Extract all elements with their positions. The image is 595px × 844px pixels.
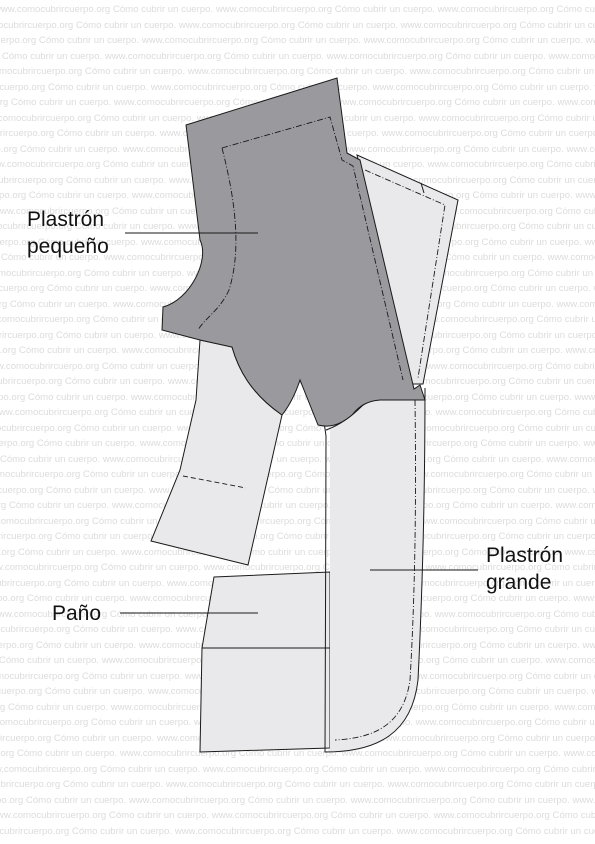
shoulder-notch xyxy=(420,182,425,194)
label-plastron-pequeno-line1: Plastrón xyxy=(27,208,105,231)
plastron-pequeno-piece xyxy=(161,77,426,427)
watermark-row: www.comocubrircuerpo.org Cómo cubrir un … xyxy=(0,4,595,15)
lower-chest-seam xyxy=(182,475,247,489)
label-plastron-pequeno: Plastrón pequeño xyxy=(27,206,109,260)
label-pano-text: Paño xyxy=(52,602,102,625)
watermark-row: www.comocubrircuerpo.org Cómo cubrir un … xyxy=(0,19,595,31)
watermark-row: www.comocubrircuerpo.org Cómo cubrir un … xyxy=(0,438,595,449)
watermark-row: www.comocubrircuerpo.org Cómo cubrir un … xyxy=(0,422,595,434)
watermark-row: www.comocubrircuerpo.org Cómo cubrir un … xyxy=(0,391,595,403)
watermark-row: www.comocubrircuerpo.org Cómo cubrir un … xyxy=(0,794,595,806)
watermark-row: www.comocubrircuerpo.org Cómo cubrir un … xyxy=(0,484,595,496)
plastron-grande-outline xyxy=(307,351,426,753)
watermark-row: www.comocubrircuerpo.org Cómo cubrir un … xyxy=(0,35,595,46)
plastron-grande-seam-allowance xyxy=(334,399,416,741)
plastron-grande-piece xyxy=(308,352,425,753)
label-plastron-grande: Plastrón grande xyxy=(486,542,563,596)
watermark-row: www.comocubrircuerpo.org Cómo cubrir un … xyxy=(0,531,595,542)
watermark-row: www.comocubrircuerpo.org Cómo cubrir un … xyxy=(0,748,595,759)
watermark-row: www.comocubrircuerpo.org Cómo cubrir un … xyxy=(0,66,595,77)
label-plastron-grande-line1: Plastrón xyxy=(486,544,564,567)
watermark-row: www.comocubrircuerpo.org Cómo cubrir un … xyxy=(0,407,595,418)
watermark-row: www.comocubrircuerpo.org Cómo cubrir un … xyxy=(0,469,595,480)
watermark-row: www.comocubrircuerpo.org Cómo cubrir un … xyxy=(0,50,595,62)
watermark-row: www.comocubrircuerpo.org Cómo cubrir un … xyxy=(0,825,595,837)
label-plastron-grande-line2: grande xyxy=(486,571,552,594)
label-pano: Paño xyxy=(52,600,101,627)
label-plastron-pequeno-line2: pequeño xyxy=(27,235,109,258)
pano-piece xyxy=(199,571,331,753)
watermark-row: www.comocubrircuerpo.org Cómo cubrir un … xyxy=(0,81,595,93)
watermark-row: www.comocubrircuerpo.org Cómo cubrir un … xyxy=(0,546,595,558)
watermark-row: www.comocubrircuerpo.org Cómo cubrir un … xyxy=(0,779,595,790)
watermark-row: www.comocubrircuerpo.org Cómo cubrir un … xyxy=(0,810,595,821)
plastron-pequeno-seam-allowance xyxy=(197,116,404,381)
watermark-row: www.comocubrircuerpo.org Cómo cubrir un … xyxy=(0,500,595,511)
watermark-row: www.comocubrircuerpo.org Cómo cubrir un … xyxy=(0,453,595,465)
watermark-row: www.comocubrircuerpo.org Cómo cubrir un … xyxy=(0,515,595,527)
watermark-row: www.comocubrircuerpo.org Cómo cubrir un … xyxy=(0,562,595,573)
watermark-row: www.comocubrircuerpo.org Cómo cubrir un … xyxy=(0,763,595,775)
